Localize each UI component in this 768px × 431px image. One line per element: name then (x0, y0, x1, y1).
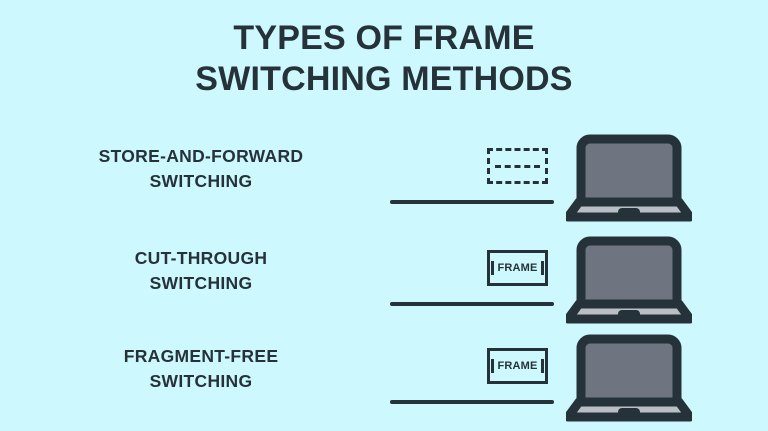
horizontal-line-icon (390, 200, 554, 204)
method-row-cut-through: CUT-THROUGH SWITCHING FRAME (0, 232, 768, 328)
method-diagram: FRAME (388, 232, 556, 328)
method-label: FRAGMENT-FREE SWITCHING (36, 344, 366, 395)
bracket-bottom-span-icon (501, 381, 534, 384)
method-label-line-1: FRAGMENT-FREE (123, 346, 279, 366)
bracket-top-span-icon (501, 348, 534, 351)
laptop-icon (566, 332, 692, 424)
frame-packet-icon: FRAME (487, 348, 548, 384)
horizontal-line-icon (390, 302, 554, 306)
dashed-packet-icon (487, 148, 548, 184)
method-label-line-2: SWITCHING (149, 171, 253, 192)
method-label-line-2: SWITCHING (149, 371, 253, 392)
frame-packet-icon: FRAME (487, 250, 548, 286)
method-label-line-1: STORE-AND-FORWARD (98, 146, 304, 166)
method-row-store-and-forward: STORE-AND-FORWARD SWITCHING (0, 130, 768, 226)
bracket-left-icon (487, 250, 503, 286)
dashed-inner-line-icon (495, 164, 540, 168)
page-title-line-2: SWITCHING METHODS (195, 59, 573, 98)
laptop-icon (566, 234, 692, 326)
laptop-icon (566, 132, 692, 224)
frame-packet-label: FRAME (497, 360, 538, 372)
page-title-line-1: TYPES OF FRAME (233, 19, 535, 57)
bracket-right-icon (532, 250, 548, 286)
bracket-top-span-icon (501, 250, 534, 253)
horizontal-line-icon (390, 400, 554, 404)
bracket-left-icon (487, 348, 503, 384)
method-diagram: FRAME (388, 330, 556, 426)
tick-left-icon (491, 359, 494, 373)
method-label-line-1: CUT-THROUGH (134, 248, 268, 268)
method-label: STORE-AND-FORWARD SWITCHING (36, 144, 366, 195)
method-label: CUT-THROUGH SWITCHING (36, 246, 366, 297)
method-label-line-2: SWITCHING (149, 273, 253, 294)
tick-left-icon (491, 261, 494, 275)
tick-right-icon (541, 261, 544, 275)
method-diagram (388, 130, 556, 226)
method-row-fragment-free: FRAGMENT-FREE SWITCHING FRAME (0, 330, 768, 426)
bracket-bottom-span-icon (501, 283, 534, 286)
tick-right-icon (541, 359, 544, 373)
bracket-right-icon (532, 348, 548, 384)
page-title: TYPES OF FRAME SWITCHING METHODS (0, 18, 768, 100)
frame-packet-label: FRAME (497, 262, 538, 274)
